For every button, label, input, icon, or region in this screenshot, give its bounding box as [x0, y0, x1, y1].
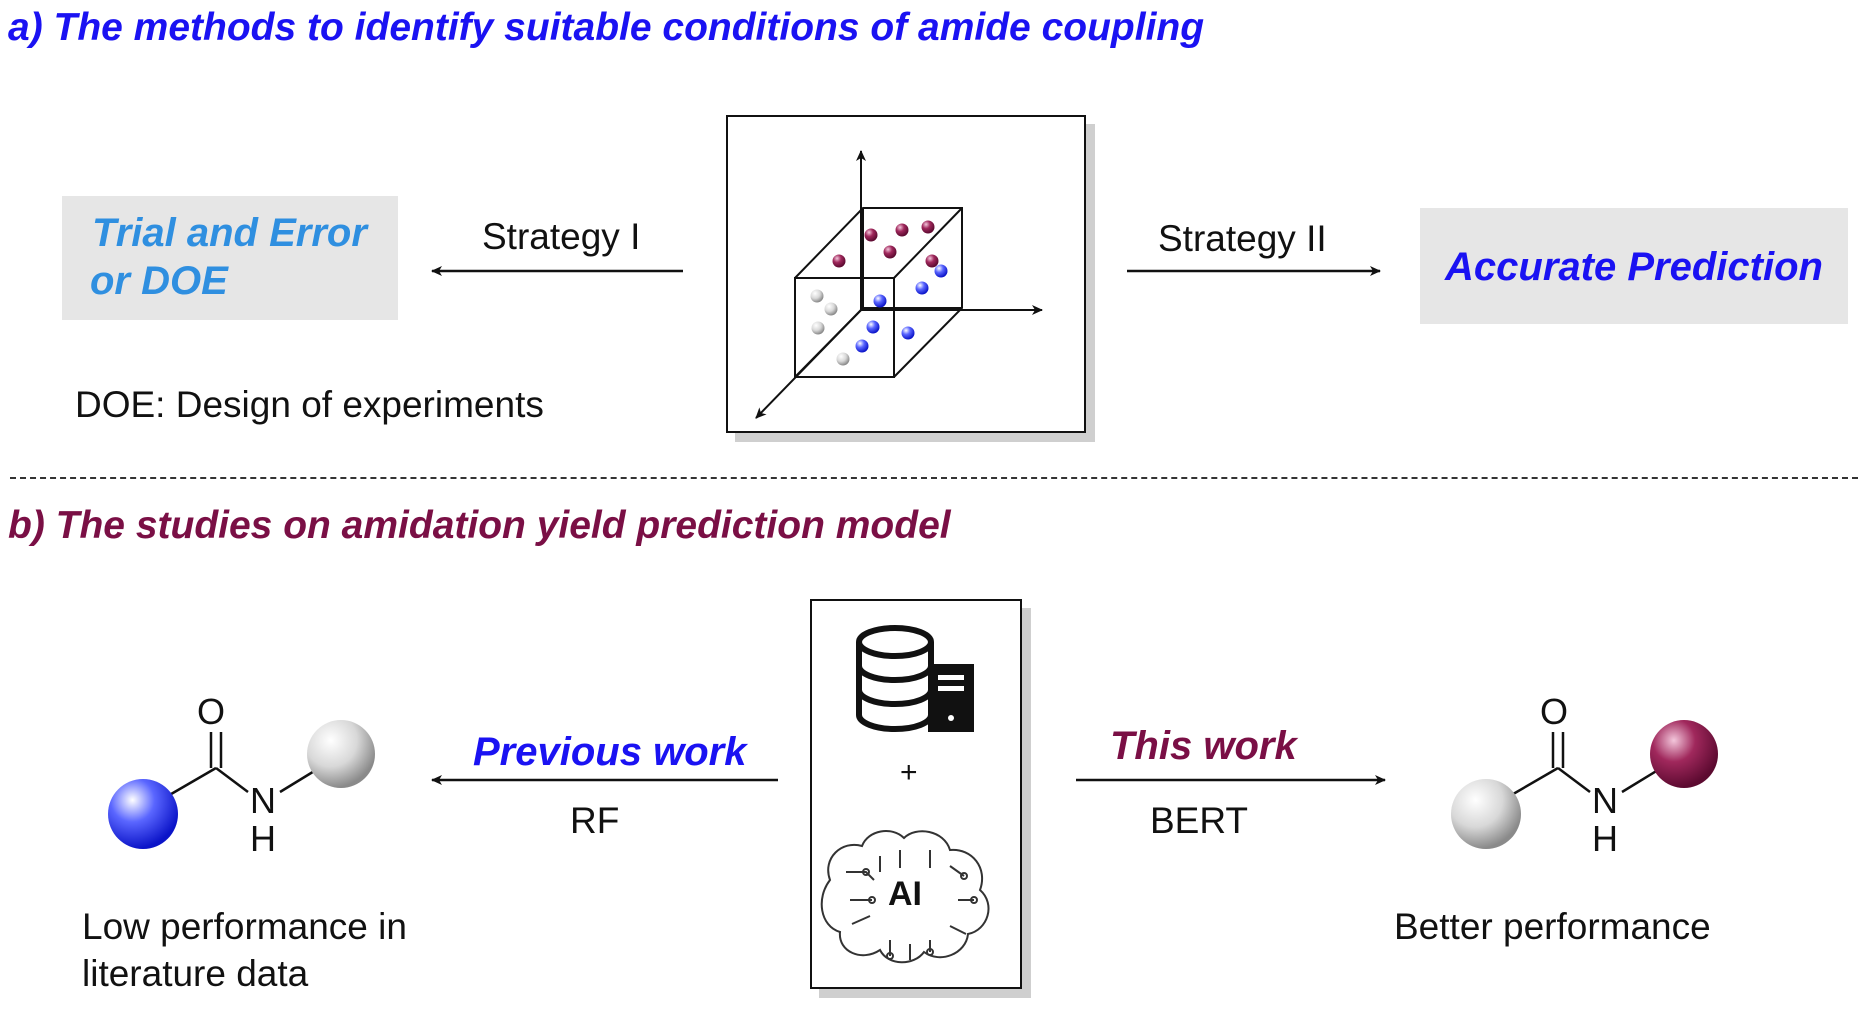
- plus-sign: +: [900, 756, 918, 789]
- server-icon: [928, 664, 974, 732]
- strategy-2-label: Strategy II: [1158, 218, 1327, 259]
- doe-note: DOE: Design of experiments: [75, 384, 544, 425]
- left-caption-line1: Low performance in: [82, 906, 407, 947]
- right-purple-sphere: [1650, 720, 1718, 788]
- right-hydrogen-label: H: [1592, 818, 1618, 859]
- right-nitrogen-label: N: [1592, 780, 1618, 821]
- bert-label: BERT: [1150, 800, 1249, 841]
- right-caption: Better performance: [1394, 906, 1711, 947]
- strategy-1-label: Strategy I: [482, 216, 641, 257]
- section-divider: [10, 477, 1858, 479]
- or-doe-label: or DOE: [90, 259, 228, 303]
- section-a-heading: a) The methods to identify suitable cond…: [8, 6, 1205, 49]
- this-work-label: This work: [1110, 724, 1297, 768]
- data-ai-panel: [810, 599, 1022, 989]
- accurate-prediction-box: Accurate Prediction: [1420, 208, 1848, 324]
- database-icon: [856, 625, 934, 732]
- rf-label: RF: [570, 800, 620, 841]
- scatter-points: [810, 220, 948, 366]
- right-gray-sphere: [1451, 779, 1521, 849]
- section-b-heading: b) The studies on amidation yield predic…: [8, 504, 951, 547]
- trial-and-error-label: Trial and Error: [92, 211, 367, 255]
- right-amide-molecule: [1507, 732, 1659, 799]
- left-blue-sphere: [108, 779, 178, 849]
- previous-work-label: Previous work: [473, 730, 747, 774]
- left-caption-line2: literature data: [82, 953, 309, 994]
- left-gray-sphere: [307, 720, 375, 788]
- left-hydrogen-label: H: [250, 818, 276, 859]
- ai-label: AI: [888, 875, 922, 913]
- left-oxygen-label: O: [197, 691, 226, 732]
- ai-brain-icon: [820, 830, 990, 964]
- 3d-scatter-cube-icon: [755, 150, 1043, 419]
- left-nitrogen-label: N: [250, 780, 276, 821]
- left-amide-molecule: [165, 732, 317, 799]
- scatter-cube-panel: [726, 115, 1086, 433]
- accurate-prediction-label: Accurate Prediction: [1445, 245, 1823, 289]
- right-oxygen-label: O: [1540, 691, 1569, 732]
- trial-and-error-box: Trial and Error or DOE: [62, 196, 398, 320]
